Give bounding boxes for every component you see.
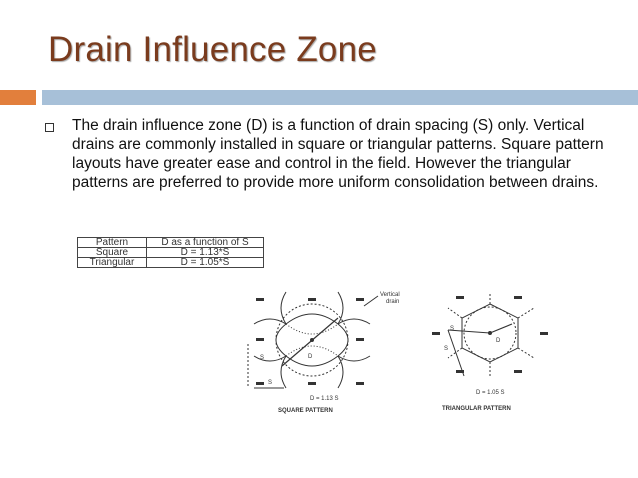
bullet-item: The drain influence zone (D) is a functi… [45,116,605,192]
drain-marker [456,370,464,373]
square-formula: D = 1.13 S [310,396,339,402]
drain-center [310,338,314,342]
table-row: Triangular D = 1.05*S [77,257,264,268]
drain-center [488,331,492,335]
callout-label-line1: Vertical [380,292,400,298]
drain-marker [514,296,522,299]
table-header-row: Pattern D as a function of S [77,237,264,248]
drain-marker [308,298,316,301]
callout-label-line2: drain [386,299,399,305]
accent-bar-orange [0,90,36,105]
table-cell: Triangular [77,257,147,268]
square-caption: SQUARE PATTERN [278,408,333,414]
label-s-top: S [450,326,454,332]
drain-marker [256,338,264,341]
triangular-pattern-diagram: S S D D = 1.05 S TRIANGULAR PATTERN [432,292,548,412]
drain-marker [308,382,316,385]
table-header-pattern: Pattern [77,237,147,248]
drain-marker [456,296,464,299]
drain-marker [356,338,364,341]
drain-marker [256,382,264,385]
table-cell: D = 1.13*S [146,247,264,258]
label-s-horizontal: S [268,380,272,386]
triangular-caption: TRIANGULAR PATTERN [442,406,511,412]
label-s-vertical: S [260,355,264,361]
table-cell: D = 1.05*S [146,257,264,268]
drain-marker [514,370,522,373]
bullet-text: The drain influence zone (D) is a functi… [72,117,604,191]
slide-title: Drain Influence Zone [48,30,377,69]
drain-marker [356,382,364,385]
drain-marker [356,298,364,301]
label-s-left: S [444,346,448,352]
drain-marker [540,332,548,335]
label-d: D [308,354,313,360]
triangular-formula: D = 1.05 S [476,390,505,396]
square-bullet-icon [45,123,54,132]
table-cell: Square [77,247,147,258]
table-row: Square D = 1.13*S [77,247,264,258]
drain-marker [432,332,440,335]
label-d: D [496,338,501,344]
table-header-function: D as a function of S [146,237,264,248]
accent-bar-blue [42,90,638,105]
square-pattern-diagram: Vertical drain D S S D = 1.13 S SQUARE P… [247,291,400,414]
drain-spacing-table: Pattern D as a function of S Square D = … [77,237,264,268]
influence-circle [463,306,517,360]
drain-marker [256,298,264,301]
